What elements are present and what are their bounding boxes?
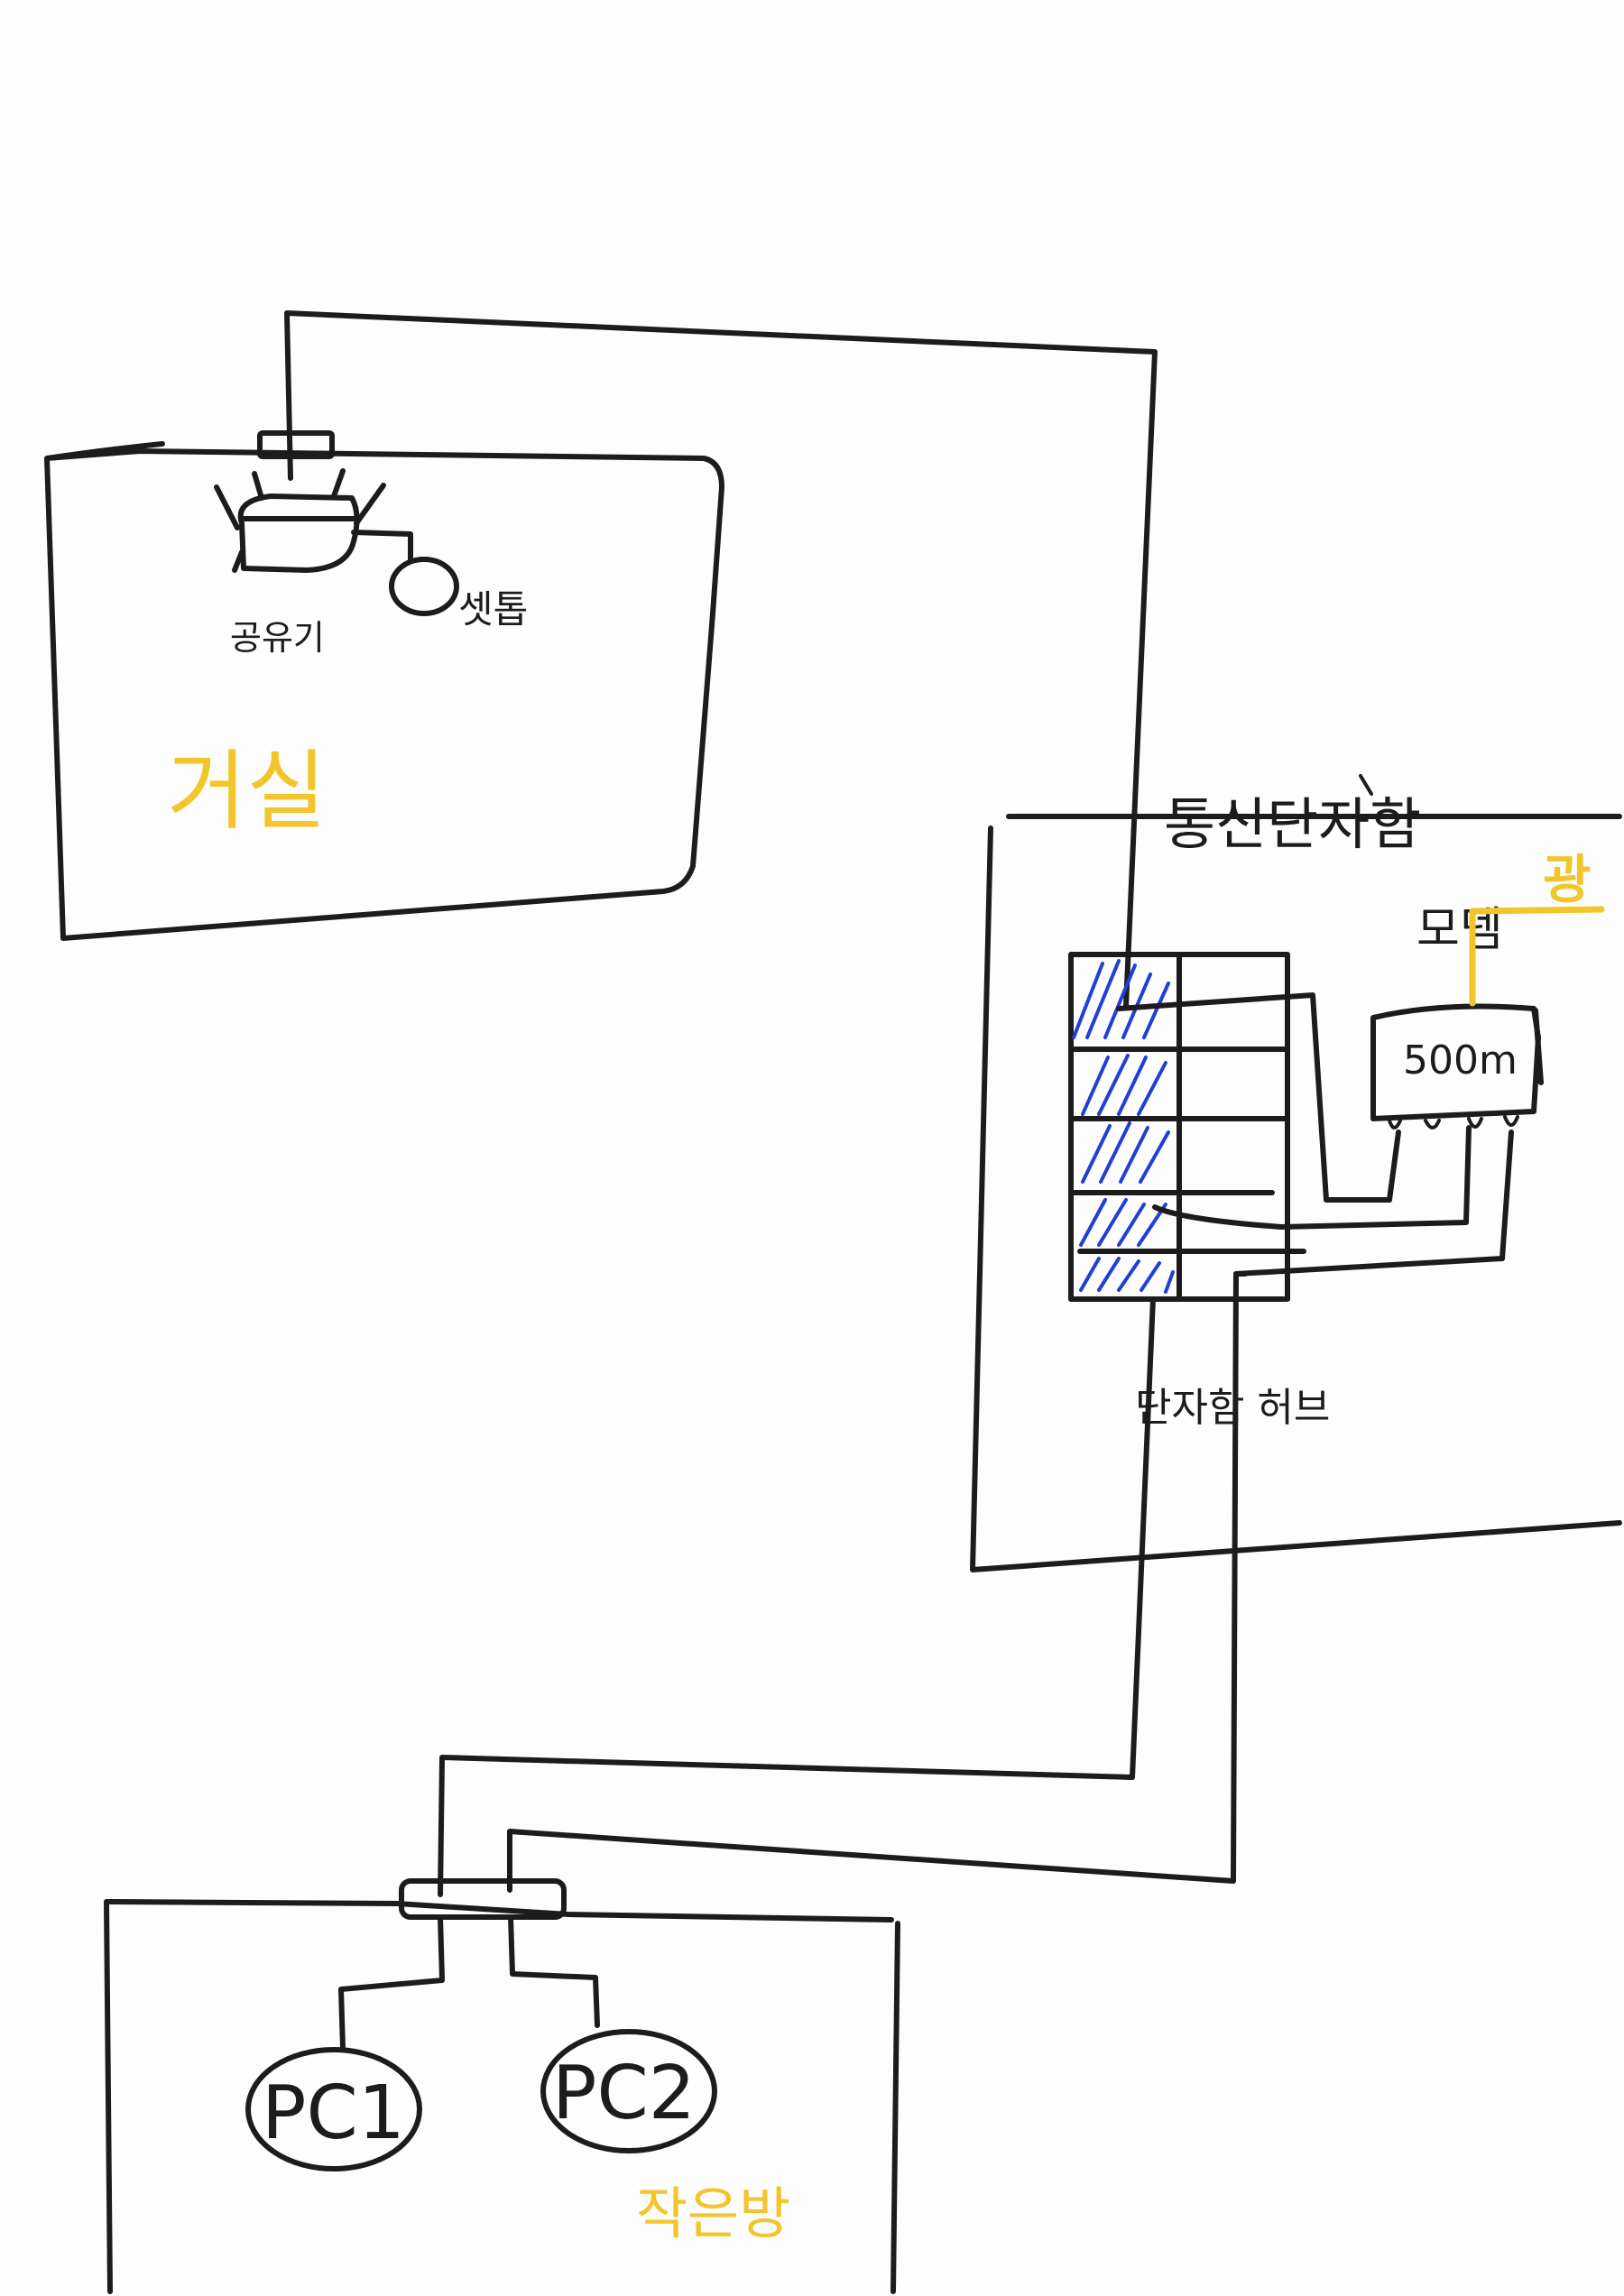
terminal-box-label-tick [1359,774,1373,796]
hub-modem-cable-1 [1116,992,1401,1203]
pc1-icon [245,2047,422,2172]
hub-to-small-room-cable-1 [438,1296,1156,1897]
router-icon [214,468,386,573]
hub-modem-cable-2 [1152,1125,1472,1230]
small-room: PC1 PC2 작은방 [104,1878,900,2294]
terminal-box-label: 통신단자함 [1164,791,1421,857]
hub-ports-hatch [1072,959,1175,1294]
jack-pc1-cable [338,1914,445,2051]
router-label: 공유기 [230,618,325,658]
small-room-wall [104,1899,900,2294]
pc2-label: PC2 [552,2051,696,2136]
settop-label: 셋톱 [458,587,528,632]
modem-speed-label: 500m [1403,1037,1518,1083]
living-room: 공유기 셋톱 거실 [44,430,724,941]
terminal-box: 통신단자함 [970,774,1622,1572]
pc1-label: PC1 [262,2070,405,2156]
settop-icon [389,557,459,616]
small-room-label: 작은방 [636,2181,790,2246]
living-room-label: 거실 [167,741,327,842]
hub-to-small-room-cable-2 [507,1271,1248,1893]
router-settop-cable [351,530,413,562]
small-room-wall-jack [399,1878,567,1920]
living-room-wall [44,441,724,941]
jack-pc2-cable [508,1914,600,2028]
living-room-cable [284,310,1158,1009]
terminal-hub-label: 단자함 허브 [1135,1385,1330,1431]
fiber-label: 광 [1543,849,1591,910]
fiber-line [1469,906,1605,1007]
terminal-hub-icon [1068,952,1306,1302]
modem-icon [1370,1003,1544,1130]
hub-modem-cable-3 [1233,1130,1514,1277]
pc2-icon [540,2029,717,2153]
living-room-wall-jack [257,430,335,459]
terminal-box-frame [970,825,1622,1572]
